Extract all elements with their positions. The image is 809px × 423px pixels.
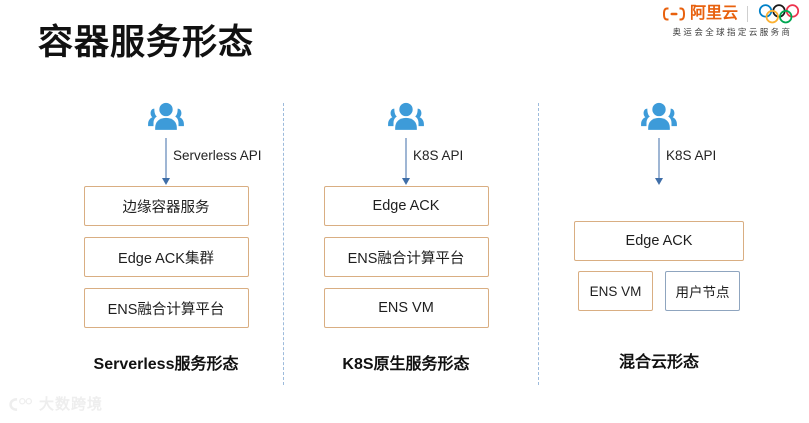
api-label: K8S API <box>666 148 717 163</box>
column-hybrid-cloud: K8S API Edge ACK ENS VM 用户节点 混合云形态 <box>548 100 770 372</box>
column-k8s-native: K8S API Edge ACK ENS融合计算平台 ENS VM K8S原生服… <box>300 100 512 374</box>
alibaba-cloud-logo: 阿里云 <box>662 6 738 22</box>
watermark-text: 大数跨境 <box>39 396 104 413</box>
service-box[interactable]: 边缘容器服务 <box>83 186 249 226</box>
service-box[interactable]: ENS VM <box>578 271 653 311</box>
column-label: K8S原生服务形态 <box>342 356 470 373</box>
alibaba-cloud-mark-icon <box>662 7 685 21</box>
box-stack: Edge ACK ENS融合计算平台 ENS VM <box>300 186 512 328</box>
service-box[interactable]: ENS VM <box>323 288 489 328</box>
watermark-logo-icon <box>9 398 33 411</box>
service-box-row: ENS VM 用户节点 <box>578 271 740 311</box>
service-box[interactable]: Edge ACK集群 <box>83 237 249 277</box>
service-box[interactable]: Edge ACK <box>574 221 744 261</box>
service-box[interactable]: Edge ACK <box>323 186 489 226</box>
olympic-rings-icon <box>758 4 800 24</box>
api-arrow: K8S API <box>300 134 512 186</box>
brand-subtitle: 奥运会全球指定云服务商 <box>672 27 793 37</box>
api-label: K8S API <box>413 148 464 163</box>
users-group-icon <box>148 102 184 130</box>
page-title: 容器服务形态 <box>38 23 255 62</box>
brand-divider <box>747 6 748 22</box>
arrow-line <box>658 138 660 182</box>
watermark: 大数跨境 <box>8 396 103 413</box>
service-box[interactable]: ENS融合计算平台 <box>323 237 489 277</box>
arrow-line <box>405 138 407 182</box>
service-box-user-node[interactable]: 用户节点 <box>665 271 740 311</box>
api-label: Serverless API <box>173 148 262 163</box>
column-label: Serverless服务形态 <box>93 356 239 373</box>
alibaba-cloud-logo-text: 阿里云 <box>689 5 738 22</box>
api-arrow: K8S API <box>548 134 770 186</box>
column-label: 混合云形态 <box>618 354 699 371</box>
users-group-icon <box>388 102 424 130</box>
brand-logo-row: 阿里云 <box>662 4 801 24</box>
service-box[interactable]: ENS融合计算平台 <box>83 288 249 328</box>
column-serverless: Serverless API 边缘容器服务 Edge ACK集群 ENS融合计算… <box>60 100 272 374</box>
box-stack: 边缘容器服务 Edge ACK集群 ENS融合计算平台 <box>60 186 272 328</box>
arrow-head-icon <box>402 178 410 185</box>
column-divider-2 <box>538 103 539 385</box>
column-divider-1 <box>283 103 284 385</box>
box-stack: Edge ACK ENS VM 用户节点 <box>548 221 770 311</box>
arrow-line <box>165 138 167 182</box>
brand-header: 阿里云 奥运会全球指定云服务商 <box>662 4 801 38</box>
users-group-icon <box>641 102 677 130</box>
api-arrow: Serverless API <box>60 134 272 186</box>
arrow-head-icon <box>655 178 663 185</box>
arrow-head-icon <box>162 178 170 185</box>
